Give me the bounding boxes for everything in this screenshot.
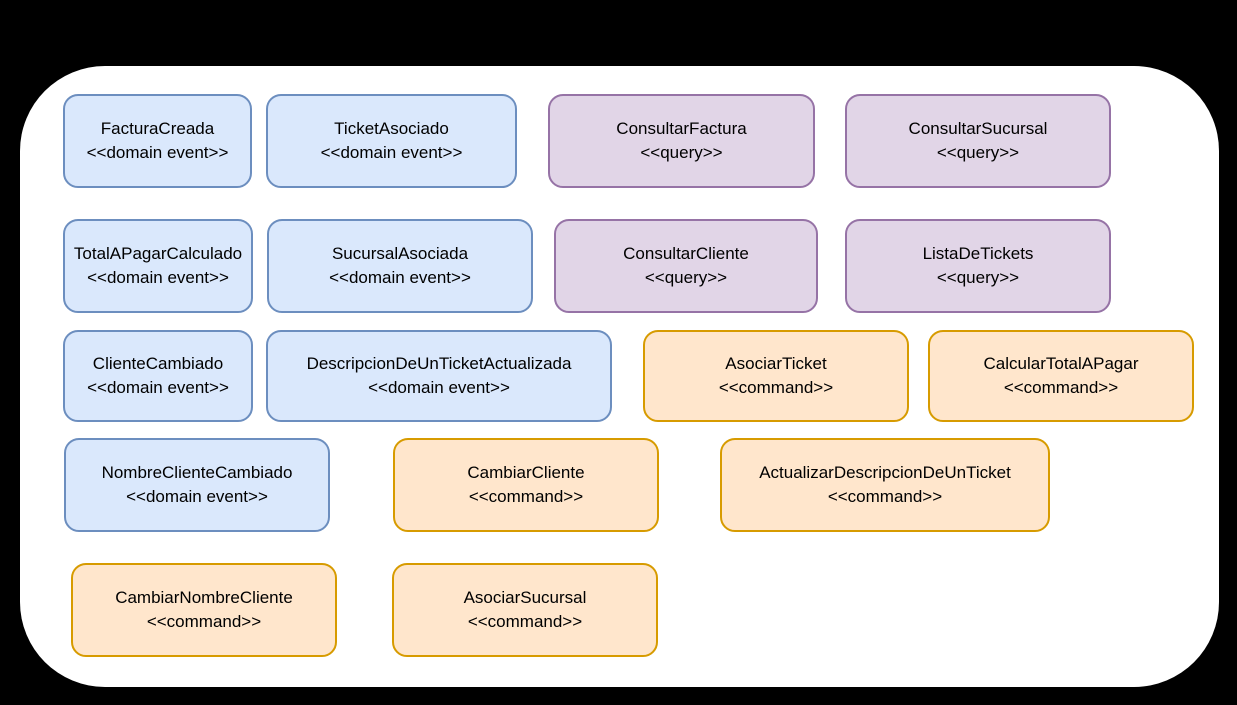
node-totalapagarcalculado[interactable]: TotalAPagarCalculado <<domain event>> xyxy=(63,219,253,313)
node-ticketasociado[interactable]: TicketAsociado <<domain event>> xyxy=(266,94,517,188)
node-stereotype-label: <<command>> xyxy=(1003,378,1119,397)
node-name-label: NombreClienteCambiado xyxy=(101,463,293,482)
node-stereotype-label: <<command>> xyxy=(468,487,584,506)
node-name-label: AsociarTicket xyxy=(725,354,827,373)
node-name-label: CambiarNombreCliente xyxy=(115,588,293,607)
node-consultarfactura[interactable]: ConsultarFactura <<query>> xyxy=(548,94,815,188)
node-name-label: ListaDeTickets xyxy=(922,244,1034,263)
node-stereotype-label: <<query>> xyxy=(640,143,723,162)
node-name-label: CalcularTotalAPagar xyxy=(983,354,1139,373)
node-asociarticket[interactable]: AsociarTicket <<command>> xyxy=(643,330,909,422)
node-cambiarcliente[interactable]: CambiarCliente <<command>> xyxy=(393,438,659,532)
node-stereotype-label: <<query>> xyxy=(936,268,1020,287)
node-stereotype-label: <<domain event>> xyxy=(329,268,471,287)
node-stereotype-label: <<command>> xyxy=(827,487,943,506)
node-stereotype-label: <<domain event>> xyxy=(87,268,229,287)
node-consultarsucursal[interactable]: ConsultarSucursal <<query>> xyxy=(845,94,1111,188)
node-sucursalasociada[interactable]: SucursalAsociada <<domain event>> xyxy=(267,219,533,313)
node-name-label: ConsultarSucursal xyxy=(908,119,1048,138)
node-stereotype-label: <<query>> xyxy=(644,268,728,287)
node-clientecambiado[interactable]: ClienteCambiado <<domain event>> xyxy=(63,330,253,422)
node-name-label: ActualizarDescripcionDeUnTicket xyxy=(759,463,1011,482)
node-name-label: DescripcionDeUnTicketActualizada xyxy=(306,354,572,373)
diagram-canvas: FacturaCreada <<domain event>> TicketAso… xyxy=(20,66,1219,687)
node-name-label: AsociarSucursal xyxy=(463,588,587,607)
node-name-label: ConsultarCliente xyxy=(623,244,749,263)
node-calculartotalapagar[interactable]: CalcularTotalAPagar <<command>> xyxy=(928,330,1194,422)
node-stereotype-label: <<command>> xyxy=(718,378,834,397)
node-nombreclientecambiado[interactable]: NombreClienteCambiado <<domain event>> xyxy=(64,438,330,532)
node-listadetickets[interactable]: ListaDeTickets <<query>> xyxy=(845,219,1111,313)
node-asociarsucursal[interactable]: AsociarSucursal <<command>> xyxy=(392,563,658,657)
node-actualizardescripciondeunticket[interactable]: ActualizarDescripcionDeUnTicket <<comman… xyxy=(720,438,1050,532)
node-name-label: FacturaCreada xyxy=(100,119,215,138)
node-stereotype-label: <<command>> xyxy=(146,612,262,631)
node-name-label: CambiarCliente xyxy=(467,463,585,482)
node-stereotype-label: <<domain event>> xyxy=(87,378,229,397)
node-consultarcliente[interactable]: ConsultarCliente <<query>> xyxy=(554,219,818,313)
node-stereotype-label: <<domain event>> xyxy=(126,487,268,506)
node-stereotype-label: <<domain event>> xyxy=(320,143,463,162)
node-cambiarnombrecliente[interactable]: CambiarNombreCliente <<command>> xyxy=(71,563,337,657)
node-name-label: SucursalAsociada xyxy=(331,244,469,263)
node-stereotype-label: <<domain event>> xyxy=(368,378,510,397)
node-name-label: ConsultarFactura xyxy=(616,119,747,138)
node-facturacreada[interactable]: FacturaCreada <<domain event>> xyxy=(63,94,252,188)
node-stereotype-label: <<command>> xyxy=(467,612,583,631)
node-name-label: ClienteCambiado xyxy=(92,354,224,373)
node-descripciondeunticketactualizada[interactable]: DescripcionDeUnTicketActualizada <<domai… xyxy=(266,330,612,422)
node-stereotype-label: <<query>> xyxy=(936,143,1020,162)
node-name-label: TicketAsociado xyxy=(334,119,449,138)
node-name-label: TotalAPagarCalculado xyxy=(73,244,243,263)
node-stereotype-label: <<domain event>> xyxy=(86,143,229,162)
